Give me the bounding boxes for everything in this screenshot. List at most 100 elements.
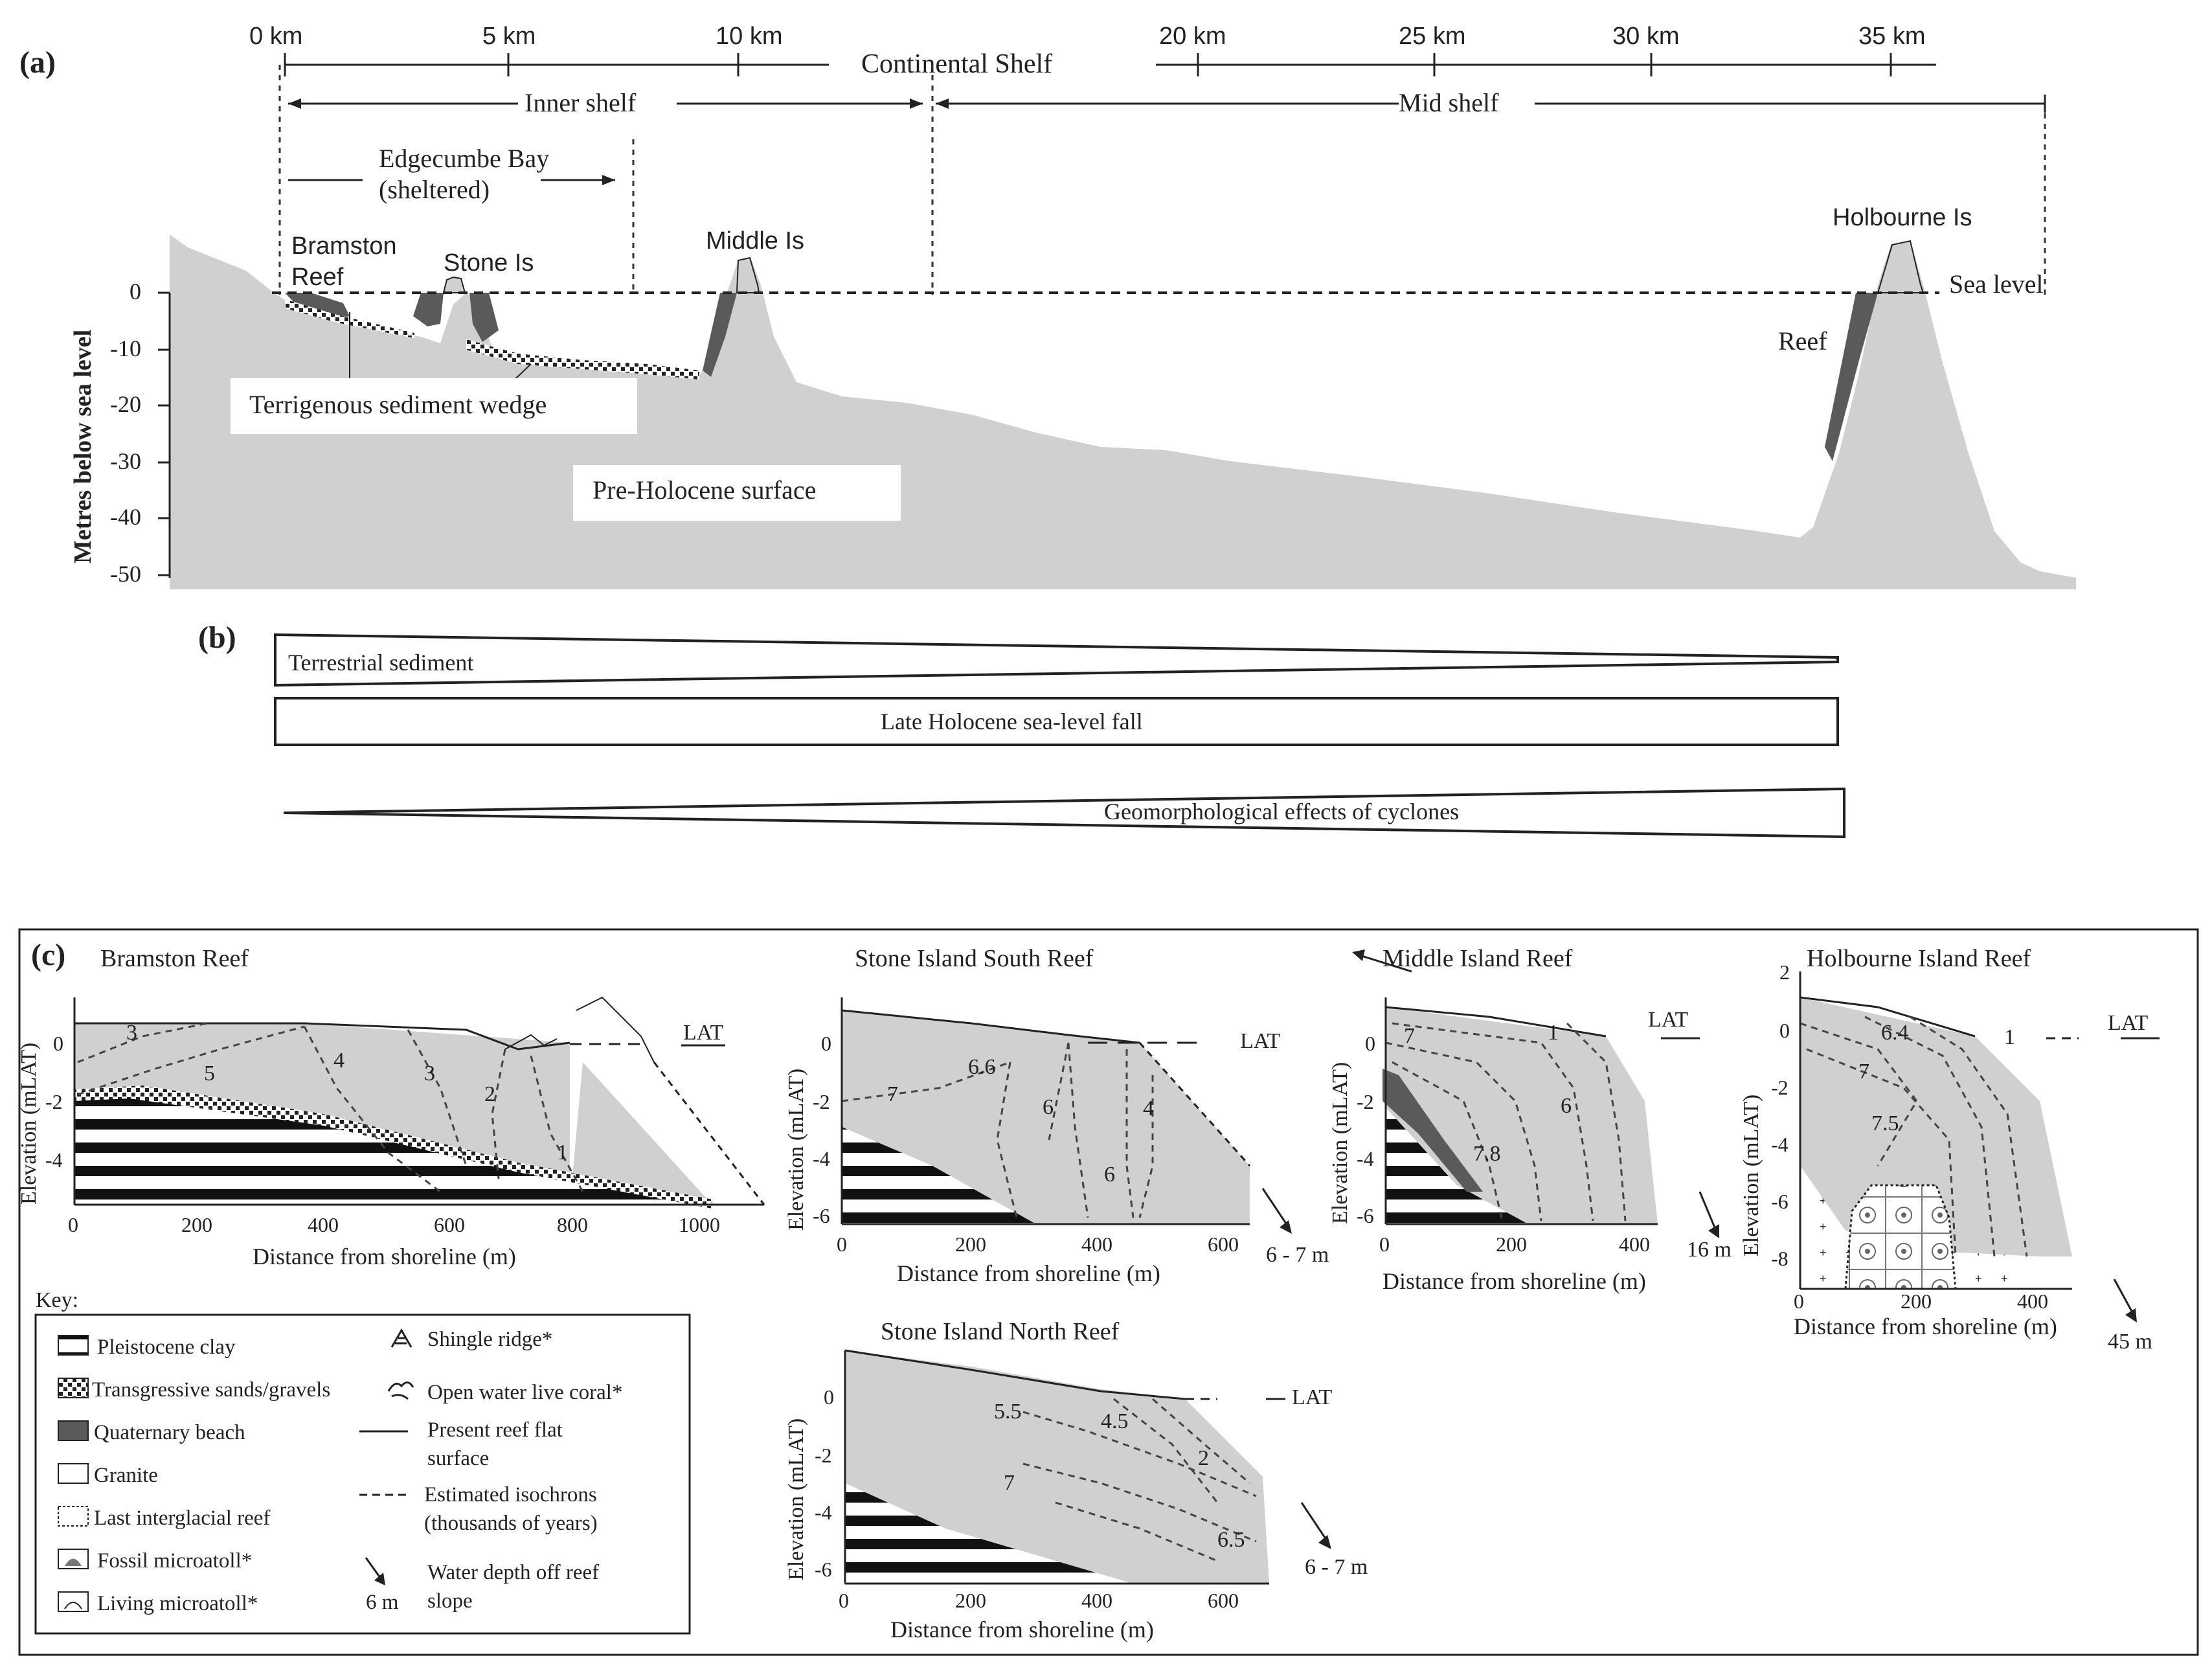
bramston-chart: Bramston Reef 3 5 4 3 2 1 L: [17, 945, 765, 1269]
middle-xlabel: Distance from shoreline (m): [1382, 1268, 1646, 1294]
key-isochron-1: Estimated isochrons: [424, 1483, 597, 1506]
bramston-ylabel: Elevation (mLAT): [17, 1043, 41, 1205]
stone-south-x600: 600: [1208, 1233, 1239, 1256]
middle-iso-1: 1: [1548, 1021, 1559, 1045]
panel-a: (a) 0 km 5 km 10 km 20 km 25 km 30 km 35…: [19, 23, 2076, 589]
stone-north-iso-2: 2: [1198, 1446, 1209, 1470]
y-axis-title: Metres below sea level: [69, 330, 96, 563]
stone-south-title: Stone Island South Reef: [855, 945, 1094, 972]
middle-iso-2: 6: [1561, 1094, 1572, 1118]
stone-north-iso-1: 4.5: [1101, 1409, 1129, 1433]
bramston-x800: 800: [557, 1213, 588, 1236]
stone-north-chart: Stone Island North Reef 5.5 4.5 2 7 6.5 …: [784, 1318, 1368, 1643]
key-item-4: Last interglacial reef: [94, 1506, 270, 1530]
panel-c: (c) Bramston Reef 3 5 4 3 2: [17, 928, 2199, 1656]
key-item-1: Transgressive sands/gravels: [92, 1378, 330, 1402]
pre-holocene-label: Pre-Holocene surface: [592, 475, 816, 505]
stone-north-iso-3: 7: [1004, 1471, 1015, 1495]
stone-south-ylabel: Elevation (mLAT): [784, 1069, 808, 1231]
bramston-y4: -4: [45, 1148, 63, 1172]
middle-lat: LAT: [1648, 1008, 1689, 1032]
km-tick-35: 35 km: [1858, 23, 1925, 50]
sea-level-fall-bar: [274, 697, 1839, 746]
middle-depth: 16 m: [1687, 1238, 1732, 1262]
bramston-label-2: Reef: [291, 264, 344, 291]
holbourne-lat: LAT: [2108, 1011, 2149, 1035]
terrigenous-label: Terrigenous sediment wedge: [249, 390, 547, 419]
stone-is-label: Stone Is: [444, 249, 534, 277]
bramston-label-1: Bramston: [291, 233, 397, 260]
key-present-2: surface: [427, 1447, 489, 1470]
middle-iso-0: 7: [1404, 1024, 1415, 1048]
bramston-x200: 200: [181, 1213, 212, 1236]
boundary-lines: [278, 65, 2046, 295]
holbourne-x0: 0: [1794, 1290, 1804, 1313]
middle-iso-3: 7.8: [1473, 1142, 1501, 1166]
bramston-lat: LAT: [683, 1021, 724, 1045]
bramston-iso-5: 1: [557, 1141, 568, 1165]
bramston-iso-3: 3: [424, 1062, 435, 1086]
panel-b: (b) Terrestrial sediment Late Holocene s…: [198, 620, 1845, 839]
stone-south-iso-2: 6: [1043, 1095, 1054, 1119]
panel-a-y-axis: 0 -10 -20 -30 -40 -50 Metres below sea l…: [69, 278, 171, 587]
stone-south-chart: Stone Island South Reef 7 6.6 6 4 6 LAT …: [784, 945, 1329, 1286]
middle-x200: 200: [1496, 1233, 1527, 1256]
stone-south-xlabel: Distance from shoreline (m): [897, 1260, 1160, 1286]
holbourne-iso-0: 6.4: [1881, 1021, 1909, 1045]
key-water-1: Water depth off reef: [427, 1561, 599, 1584]
key-isochron-2: (thousands of years): [424, 1512, 598, 1535]
middle-x0: 0: [1379, 1233, 1390, 1256]
key-present-1: Present reef flat: [427, 1418, 563, 1442]
shelf-arrows: [288, 95, 2046, 113]
key-item-5: Fossil microatoll*: [97, 1549, 252, 1573]
key-open-coral: Open water live coral*: [427, 1381, 622, 1404]
stone-north-depth: 6 - 7 m: [1305, 1555, 1368, 1579]
stone-reef-right: [469, 293, 499, 342]
bay-label-line1: Edgecumbe Bay: [379, 144, 549, 173]
stone-south-y6: -6: [813, 1204, 830, 1227]
panel-a-label: (a): [19, 45, 56, 80]
stone-south-x400: 400: [1081, 1233, 1112, 1256]
bramston-title: Bramston Reef: [100, 945, 249, 972]
middle-chart: Middle Island Reef 7 1 6 7.8 LAT 0 -2 -: [1328, 945, 1732, 1294]
stone-south-iso-0: 7: [887, 1082, 898, 1106]
bramston-y0: 0: [53, 1032, 63, 1055]
bay-label-line2: (sheltered): [379, 175, 490, 204]
bramston-x400: 400: [308, 1213, 339, 1236]
stone-south-x200: 200: [955, 1233, 986, 1256]
holbourne-iso-1: 1: [2004, 1025, 2015, 1049]
bramston-iso-1: 5: [204, 1062, 215, 1086]
key-item-2: Quaternary beach: [94, 1421, 245, 1444]
holbourne-iso-3: 7.5: [1871, 1111, 1899, 1135]
holbourne-last-interglacial: [1844, 1184, 1957, 1290]
bramston-x600: 600: [434, 1213, 465, 1236]
holbourne-ym4: -4: [1771, 1133, 1789, 1156]
km-tick-0: 0 km: [249, 23, 302, 50]
km-tick-5: 5 km: [482, 23, 536, 50]
panel-b-label: (b): [198, 620, 236, 655]
km-scale: 0 km 5 km 10 km 20 km 25 km 30 km 35 km: [249, 23, 1936, 76]
y-tick-40: -40: [110, 504, 141, 530]
key-water-example: 6 m: [366, 1591, 399, 1614]
holbourne-ylabel: Elevation (mLAT): [1739, 1095, 1763, 1256]
middle-ylabel: Elevation (mLAT): [1328, 1062, 1352, 1224]
key-item-0: Pleistocene clay: [97, 1336, 236, 1359]
bramston-iso-0: 3: [126, 1021, 137, 1045]
sea-level-label: Sea level: [1949, 269, 2044, 299]
y-tick-10: -10: [110, 335, 141, 361]
bramston-reef-shape: [285, 293, 350, 320]
y-tick-20: -20: [110, 391, 141, 417]
key-item-6: Living microatoll*: [97, 1592, 258, 1615]
middle-x400: 400: [1619, 1233, 1650, 1256]
middle-title: Middle Island Reef: [1382, 945, 1573, 972]
km-tick-20: 20 km: [1159, 23, 1226, 50]
stone-south-y2: -2: [813, 1090, 830, 1113]
holbourne-x400: 400: [2017, 1290, 2048, 1313]
middle-reef-shape: [703, 293, 737, 377]
middle-y2: -2: [1357, 1090, 1374, 1113]
holbourne-chart: Holbourne Island Reef 6.4 1 7 7.5 LAT 2 …: [1739, 945, 2160, 1354]
stone-north-xlabel: Distance from shoreline (m): [890, 1617, 1154, 1643]
continental-shelf-label: Continental Shelf: [861, 49, 1052, 79]
stone-north-y2: -2: [815, 1444, 832, 1467]
holbourne-xlabel: Distance from shoreline (m): [1794, 1313, 2057, 1339]
